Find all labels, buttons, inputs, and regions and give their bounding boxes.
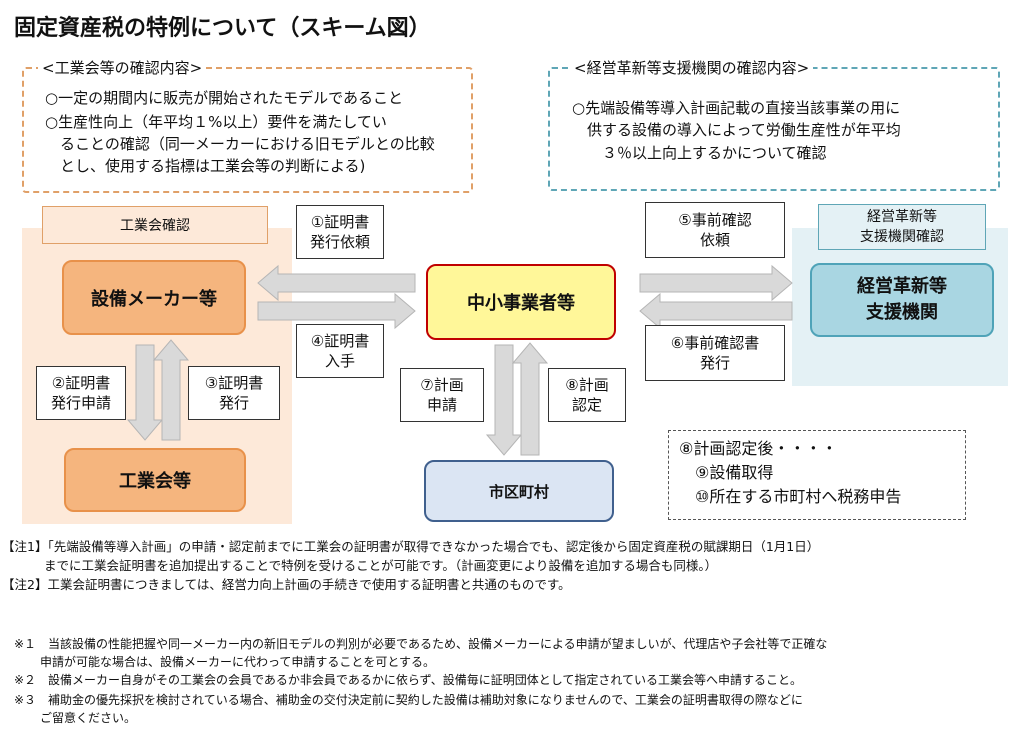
step-6-text-1: ⑥事前確認書 <box>670 334 760 352</box>
kogyokai-check-line: ○一定の期間内に販売が開始されたモデルであること <box>45 89 403 107</box>
page-title: 固定資産税の特例について（スキーム図） <box>14 16 431 41</box>
step-2-text-1: ②証明書 <box>51 374 111 392</box>
step-5-text-2: 依頼 <box>699 231 730 249</box>
step-6-label: ⑥事前確認書 発行 <box>645 325 785 381</box>
maker-node: 設備メーカー等 <box>62 260 246 335</box>
step-1-text-2: 発行依頼 <box>309 233 370 251</box>
shien-node-text-1: 経営革新等 <box>857 276 947 297</box>
arrow-down-apply <box>126 344 164 441</box>
kogyokai-check-line: とし、使用する指標は工業会等の判断による) <box>45 157 366 175</box>
shien-check-line: ○先端設備等導入計画記載の直接当該事業の用に <box>572 99 901 117</box>
sme-node: 中小事業者等 <box>426 264 616 340</box>
footnote-1-line-2: 申請が可能な場合は、設備メーカーに代わって申請することを可とする。 <box>40 655 436 669</box>
step-5-label: ⑤事前確認 依頼 <box>645 202 785 258</box>
step-2-text-2: 発行申請 <box>50 394 111 412</box>
arrow-left-confirm <box>639 292 793 330</box>
sme-node-text: 中小事業者等 <box>467 293 575 314</box>
kogyokai-node-text: 工業会等 <box>119 471 191 492</box>
step-8-text-1: ⑧計画 <box>565 376 609 394</box>
note-1-line-1: 【注1】「先端設備等導入計画」の申請・認定前までに工業会の証明書が取得できなかっ… <box>2 539 820 554</box>
after-line-2: ⑨設備取得 <box>695 463 774 482</box>
maker-node-text: 設備メーカー等 <box>91 288 217 310</box>
footnote-2: ※２ 設備メーカー自身がその工業会の会員であるか非会員であるかに依らず、設備毎に… <box>14 673 803 687</box>
kogyokai-check-line: ることの確認（同一メーカーにおける旧モデルとの比較 <box>45 135 435 153</box>
step-6-text-2: 発行 <box>699 354 730 372</box>
step-8-text-2: 認定 <box>571 396 602 414</box>
footnote-1-line-1: ※１ 当該設備の性能把握や同一メーカー内の新旧モデルの判別が必要であるため、設備… <box>14 637 828 651</box>
step-4-label: ④証明書 入手 <box>296 324 384 378</box>
step-2-label: ②証明書 発行申請 <box>36 366 126 420</box>
shien-check-line: ３％以上向上するかについて確認 <box>572 144 827 162</box>
city-node: 市区町村 <box>424 460 614 522</box>
shien-check-line: 供する設備の導入によって労働生産性が年平均 <box>572 121 901 139</box>
step-7-label: ⑦計画 申請 <box>400 368 484 422</box>
shien-zone-text-1: 経営革新等 <box>867 209 937 225</box>
arrow-up-issue <box>152 339 190 441</box>
step-1-label: ①証明書 発行依頼 <box>296 205 384 259</box>
footnote-3-line-1: ※３ 補助金の優先採択を検討されている場合、補助金の交付決定前に契約した設備は補… <box>14 693 803 707</box>
kogyokai-zone-label: 工業会確認 <box>42 206 268 244</box>
shien-zone-label: 経営革新等 支援機関確認 <box>818 204 986 250</box>
step-3-label: ③証明書 発行 <box>188 366 280 420</box>
arrow-up-approve <box>511 342 549 456</box>
shien-zone-text-2: 支援機関確認 <box>860 229 944 245</box>
arrow-left-request <box>257 264 416 302</box>
kogyokai-check-line: ○生産性向上（年平均１%以上）要件を満たしてい <box>45 113 387 131</box>
after-line-3: ⑩所在する市町村へ税務申告 <box>695 487 902 506</box>
step-4-text-1: ④証明書 <box>310 332 370 350</box>
arrow-right-consult <box>639 264 793 302</box>
step-3-text-1: ③証明書 <box>204 374 264 392</box>
footnote-3-line-2: ご留意ください。 <box>40 711 137 725</box>
step-1-text-1: ①証明書 <box>310 213 370 231</box>
after-approval-box: ⑧計画認定後・・・・ ⑨設備取得 ⑩所在する市町村へ税務申告 <box>668 430 966 520</box>
step-4-text-2: 入手 <box>324 352 355 370</box>
city-node-text: 市区町村 <box>488 482 549 501</box>
step-7-text-1: ⑦計画 <box>420 376 464 394</box>
step-8-label: ⑧計画 認定 <box>548 368 626 422</box>
step-5-text-1: ⑤事前確認 <box>678 211 752 229</box>
shien-node: 経営革新等 支援機関 <box>810 263 994 337</box>
kogyokai-zone-text: 工業会確認 <box>120 218 190 234</box>
arrow-right-obtain <box>257 292 416 330</box>
step-3-text-2: 発行 <box>218 394 249 412</box>
kogyokai-check-heading: <工業会等の確認内容> <box>38 57 207 78</box>
note-2: 【注2】工業会証明書につきましては、経営力向上計画の手続きで使用する証明書と共通… <box>2 577 571 592</box>
note-1-line-2: までに工業会証明書を追加提出することで特例を受けることが可能です。（計画変更によ… <box>44 558 718 573</box>
kogyokai-check-box <box>22 67 473 193</box>
arrow-down-plan <box>485 344 523 456</box>
shien-check-heading: <経営革新等支援機関の確認内容> <box>570 57 814 78</box>
kogyokai-node: 工業会等 <box>64 448 246 512</box>
step-7-text-2: 申請 <box>426 396 457 414</box>
after-line-1: ⑧計画認定後・・・・ <box>679 439 838 458</box>
shien-node-text-2: 支援機関 <box>866 302 938 323</box>
